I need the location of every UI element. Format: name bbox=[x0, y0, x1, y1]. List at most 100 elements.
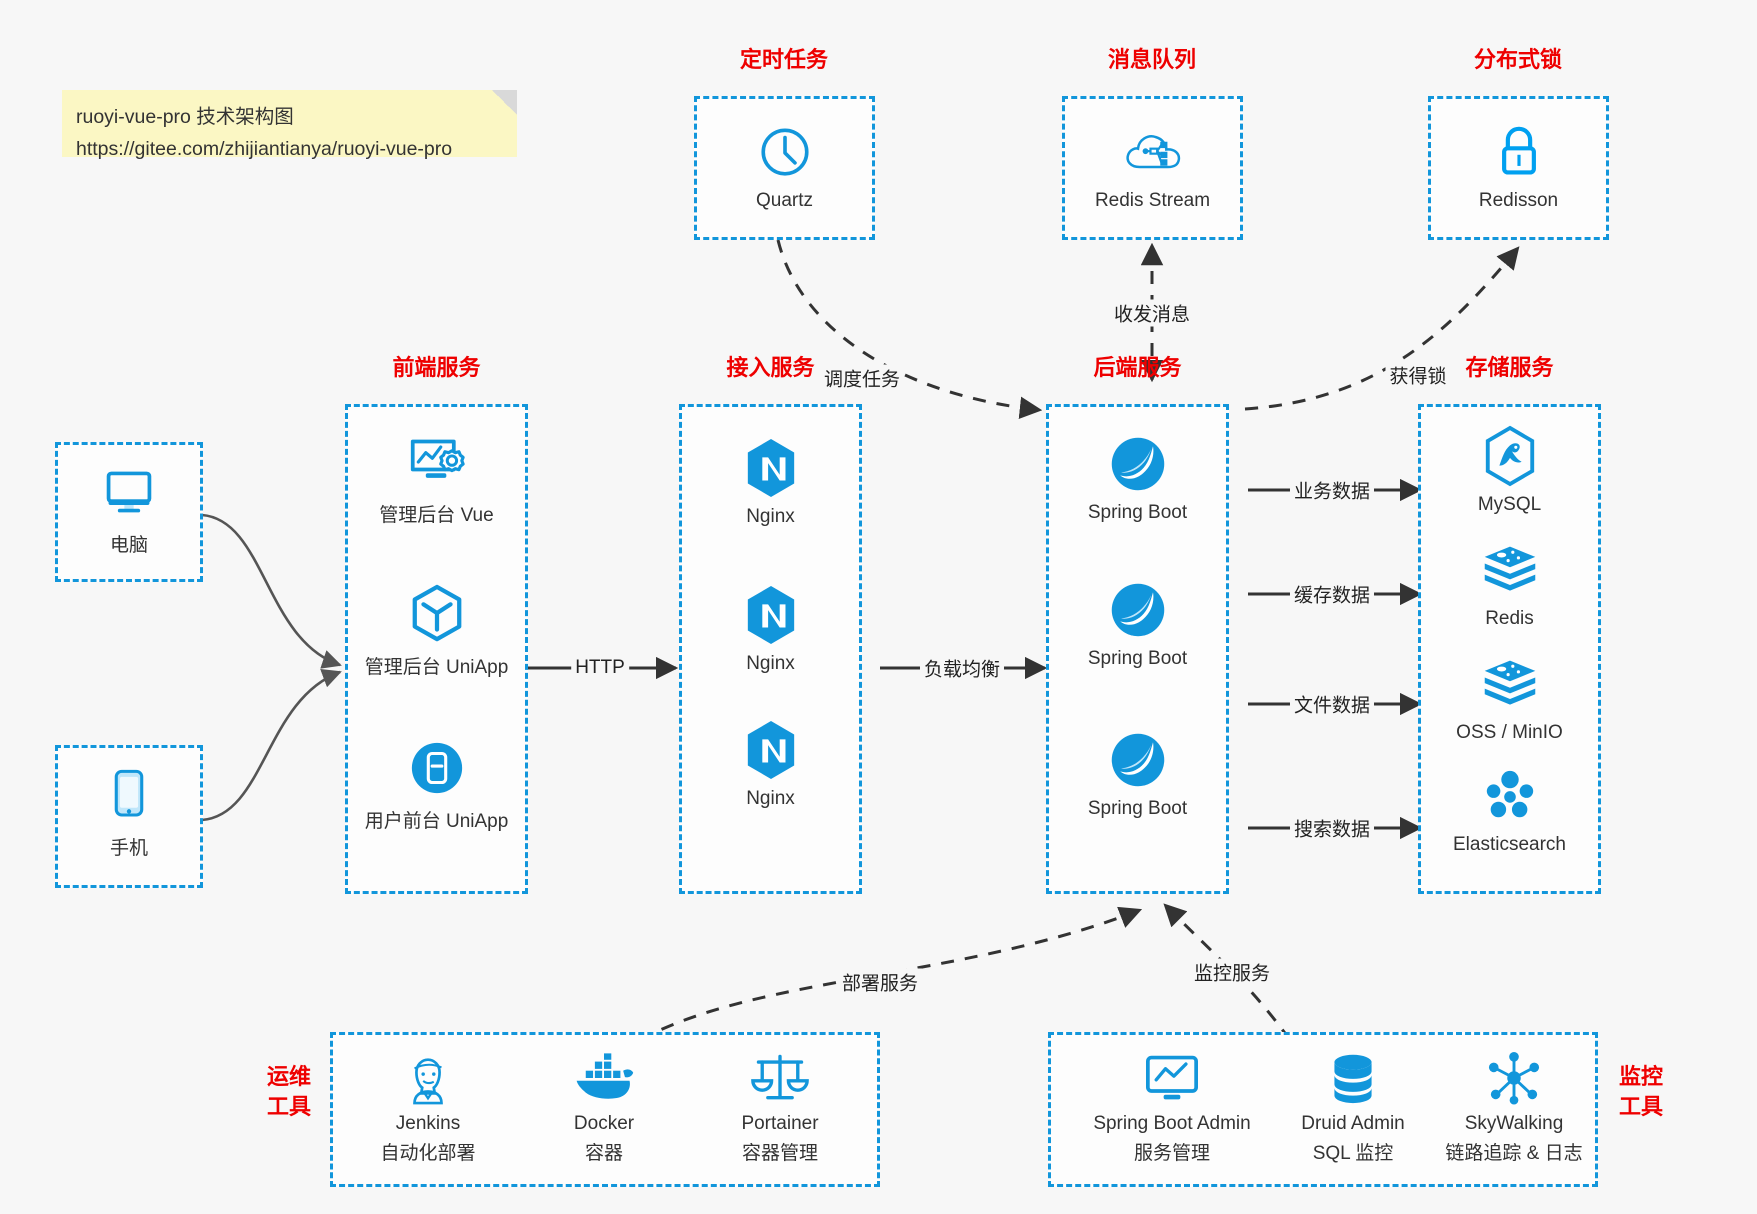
edge-label-send-receive-message: 收发消息 bbox=[1109, 299, 1195, 327]
node-springboot-1[interactable]: Spring Boot bbox=[1049, 433, 1226, 524]
node-skywalking[interactable]: SkyWalking 链路追踪 & 日志 bbox=[1429, 1049, 1599, 1165]
node-label: 管理后台 Vue bbox=[379, 505, 494, 526]
group-client-desktop: 电脑 bbox=[55, 442, 203, 582]
node-label: Jenkins bbox=[395, 1113, 461, 1134]
monitor-chart-icon bbox=[1067, 1049, 1277, 1107]
group-mq: Redis Stream bbox=[1062, 96, 1243, 240]
group-title-monitor: 监控 工具 bbox=[1610, 1062, 1672, 1123]
node-label: Druid Admin bbox=[1301, 1113, 1405, 1134]
group-lock: Redisson bbox=[1428, 96, 1609, 240]
node-springboot-3[interactable]: Spring Boot bbox=[1049, 729, 1226, 820]
node-label: Spring Boot bbox=[1087, 502, 1188, 523]
node-sublabel: 容器 bbox=[584, 1143, 623, 1164]
node-label: Portainer bbox=[741, 1113, 819, 1134]
node-oss-minio[interactable]: OSS / MinIO bbox=[1421, 653, 1598, 744]
hex-cube-icon bbox=[348, 583, 525, 645]
oss-minio-icon bbox=[1421, 653, 1598, 715]
node-label: Redisson bbox=[1478, 190, 1559, 211]
docker-icon bbox=[529, 1049, 679, 1107]
node-label: Docker bbox=[573, 1113, 635, 1134]
node-label: 管理后台 UniApp bbox=[364, 657, 509, 678]
node-jenkins[interactable]: Jenkins 自动化部署 bbox=[353, 1049, 503, 1165]
edge-label-loadbalance: 负载均衡 bbox=[919, 654, 1005, 682]
spring-boot-icon bbox=[1049, 579, 1226, 641]
node-elasticsearch[interactable]: Elasticsearch bbox=[1421, 765, 1598, 856]
mobile-circle-icon bbox=[348, 737, 525, 799]
edge-label-schedule-task: 调度任务 bbox=[819, 364, 905, 392]
node-admin-uniapp[interactable]: 管理后台 UniApp bbox=[348, 583, 525, 679]
edge-label-search-data: 搜索数据 bbox=[1289, 814, 1375, 842]
node-label: SkyWalking bbox=[1464, 1113, 1564, 1134]
node-admin-vue[interactable]: 管理后台 Vue bbox=[348, 431, 525, 527]
node-druid-admin[interactable]: Druid Admin SQL 监控 bbox=[1273, 1049, 1433, 1165]
edge-label-file-data: 文件数据 bbox=[1289, 690, 1375, 718]
spring-boot-icon bbox=[1049, 433, 1226, 495]
node-sublabel: 容器管理 bbox=[741, 1143, 818, 1164]
group-title-scheduler: 定时任务 bbox=[739, 47, 828, 72]
node-nginx-3[interactable]: Nginx bbox=[682, 719, 859, 810]
node-sublabel: 服务管理 bbox=[1133, 1143, 1210, 1164]
group-devops: Jenkins 自动化部署 Docker 容器 bbox=[330, 1032, 880, 1187]
node-nginx-1[interactable]: Nginx bbox=[682, 437, 859, 528]
group-frontend: 管理后台 Vue 管理后台 UniApp 用户前台 UniApp bbox=[345, 404, 528, 894]
group-title-mq: 消息队列 bbox=[1107, 47, 1196, 72]
dashboard-gear-icon bbox=[348, 431, 525, 493]
elasticsearch-icon bbox=[1421, 765, 1598, 827]
node-label: Nginx bbox=[746, 653, 795, 674]
node-redis-stream[interactable]: Redis Stream bbox=[1065, 121, 1240, 212]
node-label: Nginx bbox=[746, 788, 795, 809]
node-label: Redis bbox=[1485, 608, 1534, 629]
nginx-icon bbox=[682, 584, 859, 646]
group-title-devops-line2: 工具 bbox=[266, 1094, 311, 1120]
node-redisson[interactable]: Redisson bbox=[1431, 121, 1606, 212]
redis-icon bbox=[1421, 539, 1598, 601]
group-backend: Spring Boot Spring Boot Spring Boot bbox=[1046, 404, 1229, 894]
group-storage: MySQL Redis bbox=[1418, 404, 1601, 894]
group-title-frontend: 前端服务 bbox=[392, 355, 481, 380]
group-title-lock: 分布式锁 bbox=[1473, 47, 1562, 72]
node-label: MySQL bbox=[1477, 494, 1542, 515]
node-docker[interactable]: Docker 容器 bbox=[529, 1049, 679, 1165]
node-label: OSS / MinIO bbox=[1456, 722, 1563, 743]
node-sublabel: 链路追踪 & 日志 bbox=[1445, 1143, 1583, 1164]
node-spring-boot-admin[interactable]: Spring Boot Admin 服务管理 bbox=[1067, 1049, 1277, 1165]
node-portainer[interactable]: Portainer 容器管理 bbox=[705, 1049, 855, 1165]
node-sublabel: 自动化部署 bbox=[380, 1143, 476, 1164]
note-line-url: https://gitee.com/zhijiantianya/ruoyi-vu… bbox=[76, 137, 453, 160]
node-mobile[interactable]: 手机 bbox=[58, 764, 200, 860]
group-scheduler: Quartz bbox=[694, 96, 875, 240]
node-desktop[interactable]: 电脑 bbox=[58, 461, 200, 557]
skywalking-icon bbox=[1429, 1049, 1599, 1107]
desktop-monitor-icon bbox=[58, 461, 200, 523]
nginx-icon bbox=[682, 437, 859, 499]
cloud-stream-icon bbox=[1065, 121, 1240, 183]
node-quartz[interactable]: Quartz bbox=[697, 121, 872, 212]
node-label: Elasticsearch bbox=[1453, 834, 1566, 855]
nginx-icon bbox=[682, 719, 859, 781]
mobile-phone-icon bbox=[58, 764, 200, 826]
node-label: Spring Boot Admin bbox=[1093, 1113, 1251, 1134]
group-client-mobile: 手机 bbox=[55, 745, 203, 888]
node-label: Spring Boot bbox=[1087, 648, 1188, 669]
node-mysql[interactable]: MySQL bbox=[1421, 425, 1598, 516]
node-springboot-2[interactable]: Spring Boot bbox=[1049, 579, 1226, 670]
node-user-uniapp[interactable]: 用户前台 UniApp bbox=[348, 737, 525, 833]
group-title-devops: 运维 工具 bbox=[258, 1062, 320, 1123]
node-label: Redis Stream bbox=[1094, 190, 1211, 211]
database-stack-icon bbox=[1273, 1049, 1433, 1107]
note-line-title: ruoyi-vue-pro 技术架构图 bbox=[76, 106, 294, 128]
scales-icon bbox=[705, 1049, 855, 1107]
edge-label-deploy-service: 部署服务 bbox=[837, 968, 923, 996]
mysql-icon bbox=[1421, 425, 1598, 487]
jenkins-icon bbox=[353, 1049, 503, 1107]
spring-boot-icon bbox=[1049, 729, 1226, 791]
node-nginx-2[interactable]: Nginx bbox=[682, 584, 859, 675]
lock-icon bbox=[1431, 121, 1606, 183]
node-label: Quartz bbox=[755, 190, 814, 211]
clock-icon bbox=[697, 121, 872, 183]
node-redis[interactable]: Redis bbox=[1421, 539, 1598, 630]
edge-label-business-data: 业务数据 bbox=[1289, 476, 1375, 504]
edge-label-acquire-lock: 获得锁 bbox=[1385, 361, 1451, 389]
node-label: Nginx bbox=[746, 506, 795, 527]
